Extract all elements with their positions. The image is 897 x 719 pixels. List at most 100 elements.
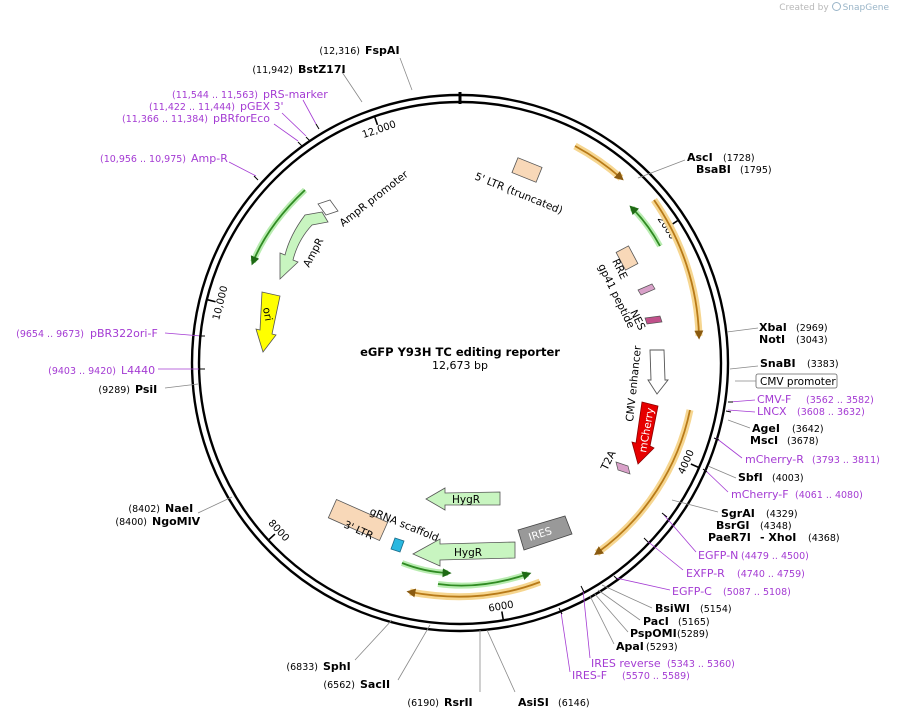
primer-name: L4440 xyxy=(121,364,155,377)
enzyme-bsrgi: BsrGI (4348) xyxy=(716,519,792,532)
enzyme-name: SbfI xyxy=(738,471,763,484)
primer-pos: (4740 .. 4759) xyxy=(737,569,805,580)
enzyme-pos: (8400) xyxy=(115,517,147,528)
feature-5-ltr: 5' LTR (truncated) xyxy=(473,157,564,217)
enzyme-name: PsiI xyxy=(135,383,157,396)
primer-l4440: (9403 .. 9420) L4440 xyxy=(48,364,201,377)
enzyme-fspai: (12,316) FspAI xyxy=(319,44,413,91)
orange-arc-2 xyxy=(653,199,704,340)
primer-pos: (5087 .. 5108) xyxy=(723,587,791,598)
enzyme-noti: NotI (3043) xyxy=(759,333,828,346)
enzyme-pos: (5154) xyxy=(700,604,732,615)
primer-prs-marker: (11,544 .. 11,563) pRS-marker xyxy=(172,88,328,125)
enzyme-psii: (9289) PsiI xyxy=(98,383,199,396)
enzyme-pos: (6562) xyxy=(323,680,355,691)
primer-name: EGFP-N xyxy=(698,549,738,562)
primer-pos: (5343 .. 5360) xyxy=(667,659,735,670)
map-name: eGFP Y93H TC editing reporter xyxy=(360,345,560,359)
feature-cmv-promoter-label: CMV promoter xyxy=(735,373,838,389)
primer-egfp-c: EGFP-C (5087 .. 5108) xyxy=(615,577,791,598)
primer-pbrforeco: (11,366 .. 11,384) pBRforEco xyxy=(122,112,299,142)
enzyme-msci: MscI (3678) xyxy=(750,434,819,447)
primer-lncx: LNCX (3608 .. 3632) xyxy=(727,405,865,418)
feature-ampr-promoter: AmpR promoter xyxy=(317,168,411,229)
feature-ampr: AmpR xyxy=(279,211,329,280)
enzyme-paer7i: PaeR7I xyxy=(708,531,751,544)
enzyme-pos: (6146) xyxy=(558,698,590,709)
feature-ires: IRES xyxy=(517,515,573,551)
primer-name: EXFP-R xyxy=(686,567,725,580)
primer-mcherry-r: mCherry-R (3793 .. 3811) xyxy=(715,437,880,466)
enzyme-pos: (5289) xyxy=(677,629,709,640)
enzyme-apai: ApaI (5293) xyxy=(589,595,678,653)
primer-name: IRES-F xyxy=(572,669,607,682)
enzyme-name: SgrAI xyxy=(721,507,755,520)
orange-arc-1 xyxy=(574,145,624,181)
tick-mark xyxy=(690,463,699,468)
enzyme-name: BsaBI xyxy=(696,163,731,176)
map-length: 12,673 bp xyxy=(432,359,488,372)
label-ori: ori xyxy=(260,306,274,322)
enzyme-bsabi: BsaBI (1795) xyxy=(696,163,772,176)
label-cmv-promoter: CMV promoter xyxy=(760,376,836,388)
feature-nes: NES xyxy=(627,308,663,333)
enzyme-bsiwi: BsiWI (5154) xyxy=(601,584,732,615)
enzyme-pos: (3678) xyxy=(787,436,819,447)
primer-pos: (5570 .. 5589) xyxy=(622,671,690,682)
watermark-prefix: Created by xyxy=(779,3,829,13)
primer-mcherry-f: mCherry-F (4061 .. 4080) xyxy=(704,469,863,501)
enzyme-pos: (6833) xyxy=(286,662,318,673)
tick-mark xyxy=(207,299,216,303)
enzyme-name: AsiSI xyxy=(518,696,549,709)
primer-amp-r: (10,956 .. 10,975) Amp-R xyxy=(100,152,257,177)
enzyme-asisi: AsiSI (6146) xyxy=(486,629,590,709)
primer-pos: (3562 .. 3582) xyxy=(806,395,874,406)
site-ticks xyxy=(199,123,733,615)
primer-cmv-f: CMV-F (3562 .. 3582) xyxy=(729,393,874,406)
enzyme-pos: (8402) xyxy=(128,504,160,515)
primer-pos: (10,956 .. 10,975) xyxy=(100,154,186,165)
primer-pos: (3608 .. 3632) xyxy=(797,407,865,418)
green-arc-1 xyxy=(629,205,661,247)
green-arc-3-halo xyxy=(400,560,449,576)
enzyme-naei: (8402) NaeI xyxy=(128,496,233,515)
enzyme-pos: (4003) xyxy=(772,473,804,484)
enzyme-pos: (5165) xyxy=(678,617,710,628)
primer-name: pBRforEco xyxy=(213,112,270,125)
primer-name: mCherry-R xyxy=(745,453,804,466)
enzyme-xbai: XbaI (2969) xyxy=(726,321,828,334)
primer-name: EGFP-C xyxy=(672,585,712,598)
enzyme-pos: (3043) xyxy=(796,335,828,346)
tick-mark xyxy=(268,533,276,541)
enzyme-pos: (11,942) xyxy=(252,65,293,76)
enzyme-bstz17i: (11,942) BstZ17I xyxy=(252,63,363,103)
primer-name: CMV-F xyxy=(757,393,791,406)
enzyme-pos: (5293) xyxy=(646,642,678,653)
primer-pos: (3793 .. 3811) xyxy=(812,455,880,466)
enzyme-name: ApaI xyxy=(616,640,644,653)
enzyme-pspomi: PspOMI (5289) xyxy=(593,592,709,640)
primer-name: Amp-R xyxy=(191,152,228,165)
orange-arc-4 xyxy=(406,581,541,598)
primer-name: IRES reverse xyxy=(591,657,661,670)
enzyme-name: PacI xyxy=(643,615,669,628)
label-t2a: T2A xyxy=(598,448,618,473)
tick-mark xyxy=(374,117,379,126)
enzyme-pos: (1728) xyxy=(723,153,755,164)
enzyme-name: BstZ17I xyxy=(298,63,346,76)
enzyme-pos: (3383) xyxy=(807,359,839,370)
enzyme-name: BsiWI xyxy=(655,602,690,615)
snapgene-watermark: Created by SnapGene xyxy=(779,2,889,13)
enzyme-name: FspAI xyxy=(365,44,400,57)
label-ampr: AmpR xyxy=(301,236,326,269)
label-ampr-promoter: AmpR promoter xyxy=(337,168,411,229)
enzyme-name: NotI xyxy=(759,333,785,346)
enzyme-name: NgoMIV xyxy=(152,515,201,528)
orange-arc-3 xyxy=(594,409,691,556)
snapgene-logo-icon xyxy=(831,2,841,11)
tick-label: 12,000 xyxy=(361,119,398,141)
enzyme-pos: (12,316) xyxy=(319,46,360,57)
enzyme-name: SacII xyxy=(360,678,390,691)
enzyme-name: PspOMI xyxy=(630,627,677,640)
primer-pbr322ori-f: (9654 .. 9673) pBR322ori-F xyxy=(16,327,202,340)
